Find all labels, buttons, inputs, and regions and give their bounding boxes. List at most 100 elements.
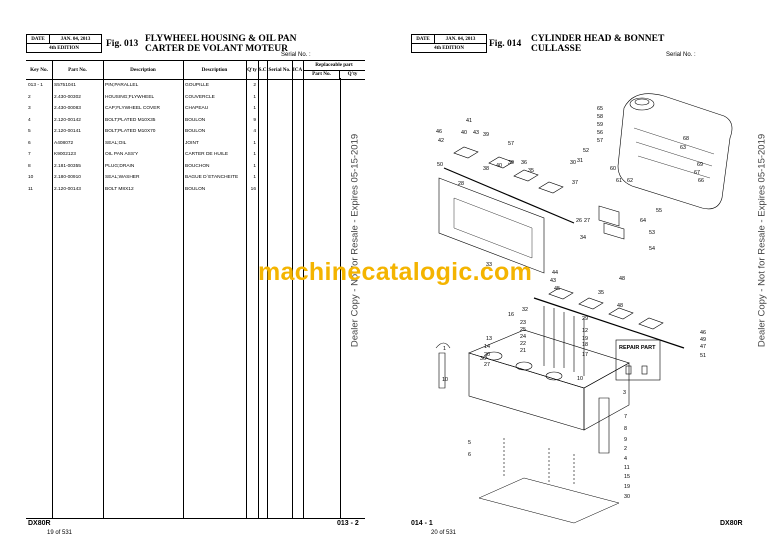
cell-key: 4	[28, 117, 31, 123]
callout: 41	[466, 118, 472, 124]
cell-rep-part	[303, 184, 340, 196]
callout: 54	[649, 246, 655, 252]
cell-ica	[292, 161, 303, 173]
col-sc: S.C	[258, 60, 267, 80]
callout: 7	[624, 414, 627, 420]
rep-qty-label: Q'ty	[339, 70, 365, 79]
cell-qty: 1	[253, 152, 256, 158]
cell-qty: 1	[253, 175, 256, 181]
cell-ica	[292, 80, 303, 92]
serial-label: Serial No. :	[281, 52, 311, 58]
cell-key: 013 - 1	[28, 83, 43, 89]
cell-rep-part	[303, 80, 340, 92]
callout: 68	[683, 136, 689, 142]
divider	[103, 60, 104, 518]
cell-qty: 1	[253, 163, 256, 169]
cell-sc	[258, 149, 267, 161]
cell-serial	[267, 149, 292, 161]
cell-desc: OIL PAN ASS'Y	[105, 152, 139, 158]
date-box: DATE JAN. 04, 2013 4th EDITION	[411, 34, 487, 53]
cell-desc: CAP;FLYWHEEL COVER	[105, 106, 160, 112]
callout: 21	[520, 348, 526, 354]
callout: 10	[442, 377, 448, 383]
date-box: DATE JAN. 04, 2013 4th EDITION	[26, 34, 102, 53]
callout: 5	[468, 440, 471, 446]
bonnet-ribs	[633, 127, 715, 179]
callout: 48	[617, 303, 623, 309]
callout: 42	[438, 138, 444, 144]
callout: 19	[624, 484, 630, 490]
cell-serial	[267, 92, 292, 104]
callout: 56	[597, 130, 603, 136]
cell-key: 6	[28, 140, 31, 146]
cell-rep-part	[303, 115, 340, 127]
left-page: DATE JAN. 04, 2013 4th EDITION Fig. 013 …	[26, 34, 365, 536]
callout: 62	[627, 178, 633, 184]
callout: 65	[597, 106, 603, 112]
cell-qty: 9	[253, 117, 256, 123]
callout: 51	[700, 353, 706, 359]
date-value: JAN. 04, 2013	[445, 36, 476, 42]
cell-serial	[267, 184, 292, 196]
date-value: JAN. 04, 2013	[60, 36, 91, 42]
cell-serial	[267, 172, 292, 184]
cell-rep-part	[303, 161, 340, 173]
col-part: Part No.	[52, 60, 103, 80]
cell-ica	[292, 103, 303, 115]
cell-serial	[267, 103, 292, 115]
cell-desc-fr: BOUCHON	[185, 163, 210, 169]
edition: 4th EDITION	[434, 45, 464, 51]
callout: 30	[570, 160, 576, 166]
cell-desc: BOLT;PLATED M10X35	[105, 117, 156, 123]
cell-serial	[267, 115, 292, 127]
cell-desc-fr: BOULON	[185, 129, 206, 135]
cell-desc-fr: CHAPEAU	[185, 106, 209, 112]
callout: 20	[484, 352, 490, 358]
callout: 6	[468, 452, 471, 458]
cell-serial	[267, 80, 292, 92]
callout: 12	[582, 328, 588, 334]
cell-key: 5	[28, 129, 31, 135]
callout: 18	[582, 342, 588, 348]
callout: 27	[484, 362, 490, 368]
callout: 8	[624, 426, 627, 432]
callout: 13	[486, 336, 492, 342]
title-en: FLYWHEEL HOUSING & OIL PAN	[145, 34, 297, 44]
cell-desc-fr: COUVERCLE	[185, 94, 215, 100]
rocker-arms-upper	[453, 146, 564, 194]
col-ica: ICA	[292, 60, 303, 80]
leader-lines	[503, 438, 575, 484]
cell-part: A408072	[54, 140, 74, 146]
title-en: CYLINDER HEAD & BONNET	[531, 34, 665, 44]
callout: 38	[483, 166, 489, 172]
callout: 11	[624, 465, 630, 471]
footer-page: 20 of 531	[431, 530, 457, 536]
col-key: Key No.	[26, 60, 52, 80]
callout: 59	[597, 122, 603, 128]
callout: 39	[508, 160, 514, 166]
dealer-copy-right: Dealer Copy - Not for Resale - Expires 0…	[756, 133, 768, 348]
watermark: machinecatalogic.com	[258, 258, 533, 286]
title-fr: CARTER DE VOLANT MOTEUR	[145, 44, 288, 54]
oil-cap	[629, 97, 655, 111]
cell-sc	[258, 126, 267, 138]
divider	[303, 60, 304, 518]
date-label: DATE	[27, 35, 50, 43]
gasket-inner	[453, 197, 533, 259]
cell-ica	[292, 184, 303, 196]
repair-part-box	[615, 339, 661, 381]
fig-number: Fig. 013	[106, 39, 139, 49]
cell-ica	[292, 172, 303, 184]
callout: 44	[552, 270, 558, 276]
cell-ica	[292, 92, 303, 104]
callout: 39	[483, 132, 489, 138]
cell-serial	[267, 138, 292, 150]
cell-qty: 16	[250, 186, 256, 192]
cell-desc: PLUG;DRAIN	[105, 163, 135, 169]
replaceable-label: Replaceable part	[303, 61, 365, 71]
port	[545, 371, 563, 381]
repair-seal	[625, 365, 632, 375]
fig-number: Fig. 014	[489, 39, 522, 49]
